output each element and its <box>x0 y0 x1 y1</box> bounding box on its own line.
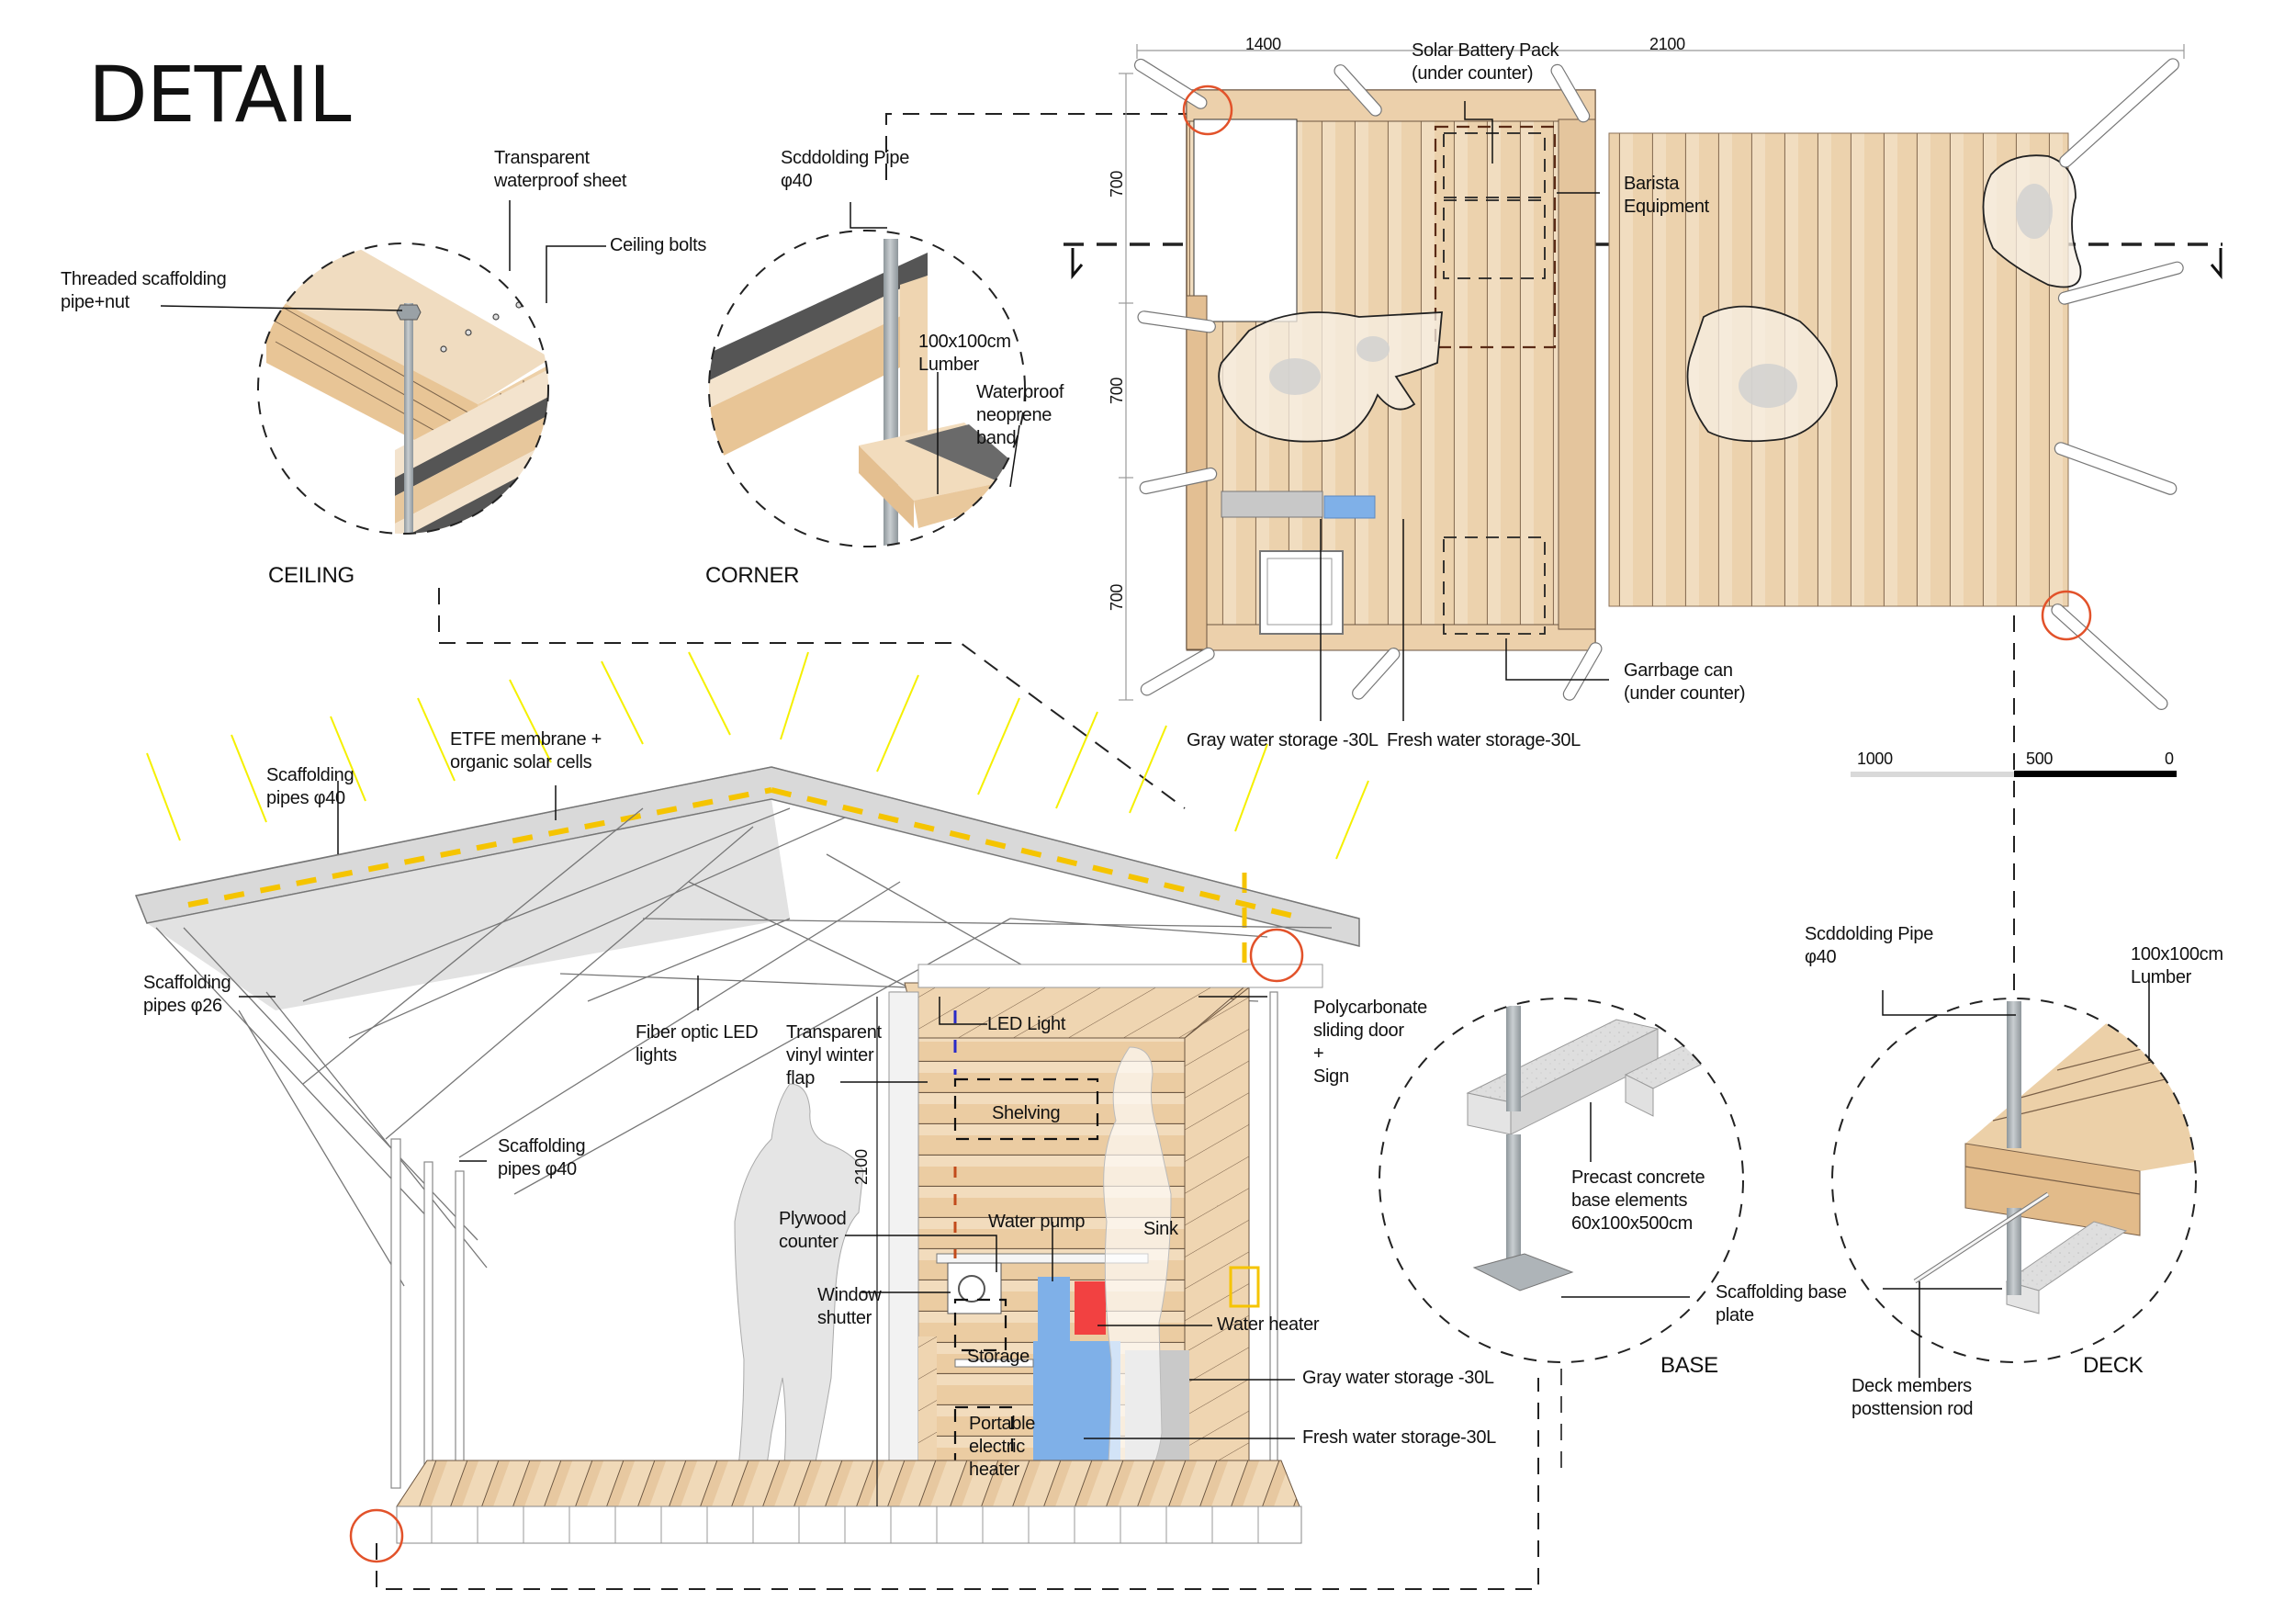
corner-detail-circle <box>708 230 1026 547</box>
scale-bar-0: 0 <box>2165 750 2174 768</box>
base-detail <box>1379 998 1744 1470</box>
base-detail-circle <box>1379 998 1744 1363</box>
deck-detail <box>1831 974 2197 1378</box>
sun-ray-arrows <box>146 651 1369 860</box>
label-garbage-can: Garrbage can (under counter) <box>1624 660 1746 704</box>
label-shelving: Shelving <box>992 1103 1061 1123</box>
window-shutter <box>947 1262 1002 1314</box>
deck-detail-circle <box>1831 998 2197 1363</box>
ceiling-detail <box>160 200 606 535</box>
caption-base: BASE <box>1660 1353 1718 1378</box>
label-polycarbonate-door: Polycarbonate sliding door + Sign <box>1313 998 1427 1087</box>
label-deck-lumber: 100x100cm Lumber <box>2131 944 2223 987</box>
highlight-circle-plan-top <box>1182 85 1233 136</box>
corner-detail <box>708 202 1026 547</box>
dim-2100: 2100 <box>852 1149 871 1185</box>
scale-bar-1000: 1000 <box>1857 750 1893 768</box>
kiosk-front-post <box>888 991 919 1507</box>
label-plan-gray-water: Gray water storage -30L <box>1187 730 1379 750</box>
label-water-heater: Water heater <box>1217 1314 1320 1335</box>
highlight-circle-roof <box>1249 928 1304 983</box>
ceiling-detail-circle <box>257 242 549 535</box>
dim-700-a: 700 <box>1108 170 1126 197</box>
page-title: DETAIL <box>88 50 352 140</box>
water-heater <box>1075 1281 1106 1335</box>
label-threaded-pipe-nut: Threaded scaffolding pipe+nut <box>61 269 227 312</box>
label-section-gray-water: Gray water storage -30L <box>1302 1368 1494 1388</box>
label-posttension-rod: Deck members posttension rod <box>1851 1376 1974 1419</box>
label-corner-pipe: Scddolding Pipe φ40 <box>781 148 910 191</box>
dim-1400: 1400 <box>1245 35 1281 53</box>
label-plan-fresh-water: Fresh water storage-30L <box>1387 730 1581 750</box>
label-pipes-26: Scaffolding pipes φ26 <box>143 973 231 1016</box>
label-water-pump: Water pump <box>988 1212 1086 1232</box>
solar-battery-yellow <box>1229 1266 1260 1308</box>
dim-2100: 2100 <box>1649 35 1685 53</box>
fresh-water-tank <box>1033 1341 1120 1470</box>
label-window-shutter: Window shutter <box>817 1285 882 1328</box>
caption-ceiling: CEILING <box>268 563 355 588</box>
person-customer <box>734 1083 864 1498</box>
highlight-circle-plan-bottom <box>2041 590 2092 641</box>
label-transparent-waterproof-sheet: Transparent waterproof sheet <box>494 148 627 191</box>
label-etfe-membrane: ETFE membrane + organic solar cells <box>450 729 602 773</box>
label-led-light: LED Light <box>987 1014 1066 1034</box>
label-sink: Sink <box>1143 1219 1178 1239</box>
label-neoprene-band: Waterproof neoprene band <box>976 382 1064 448</box>
label-vinyl-winter-flap: Transparent vinyl winter flap <box>786 1022 882 1088</box>
scale-bar-500: 500 <box>2026 750 2054 768</box>
label-plywood-counter: Plywood counter <box>779 1209 847 1252</box>
highlight-circle-deck <box>349 1508 404 1563</box>
label-scaffolding-base-plate: Scaffolding base plate <box>1716 1282 1847 1325</box>
label-corner-lumber: 100x100cm Lumber <box>918 332 1011 375</box>
caption-deck: DECK <box>2083 1353 2144 1378</box>
plan-scaffold-pipes <box>1133 58 2184 710</box>
dim-700-c: 700 <box>1108 583 1126 611</box>
caption-corner: CORNER <box>705 563 800 588</box>
label-precast-concrete: Precast concrete base elements 60x100x50… <box>1571 1167 1705 1234</box>
label-storage: Storage <box>967 1347 1030 1367</box>
solar-cell-dashes <box>187 787 772 908</box>
label-ceiling-bolts: Ceiling bolts <box>610 235 707 255</box>
label-section-fresh-water: Fresh water storage-30L <box>1302 1427 1496 1448</box>
dim-700-b: 700 <box>1108 377 1126 404</box>
label-pipes-40-bottom: Scaffolding pipes φ40 <box>498 1136 586 1179</box>
section-cut-markers <box>1071 248 2223 280</box>
label-fiber-optic-led: Fiber optic LED lights <box>636 1022 759 1066</box>
label-barista-equipment: Barista Equipment <box>1624 174 1709 217</box>
scale-bar <box>1851 771 2177 777</box>
deck-edge <box>396 1506 1302 1544</box>
deck-floor <box>396 1460 1300 1507</box>
plan-view <box>1119 44 2185 777</box>
label-solar-battery-pack: Solar Battery Pack (under counter) <box>1412 40 1559 84</box>
kiosk-right-wall <box>1184 986 1250 1507</box>
label-portable-heater: Portable electric heater <box>969 1414 1036 1480</box>
label-deck-pipe: Scddolding Pipe φ40 <box>1805 924 1934 967</box>
label-pipes-40-top: Scaffolding pipes φ40 <box>266 765 355 808</box>
section-perspective <box>134 651 1369 1563</box>
